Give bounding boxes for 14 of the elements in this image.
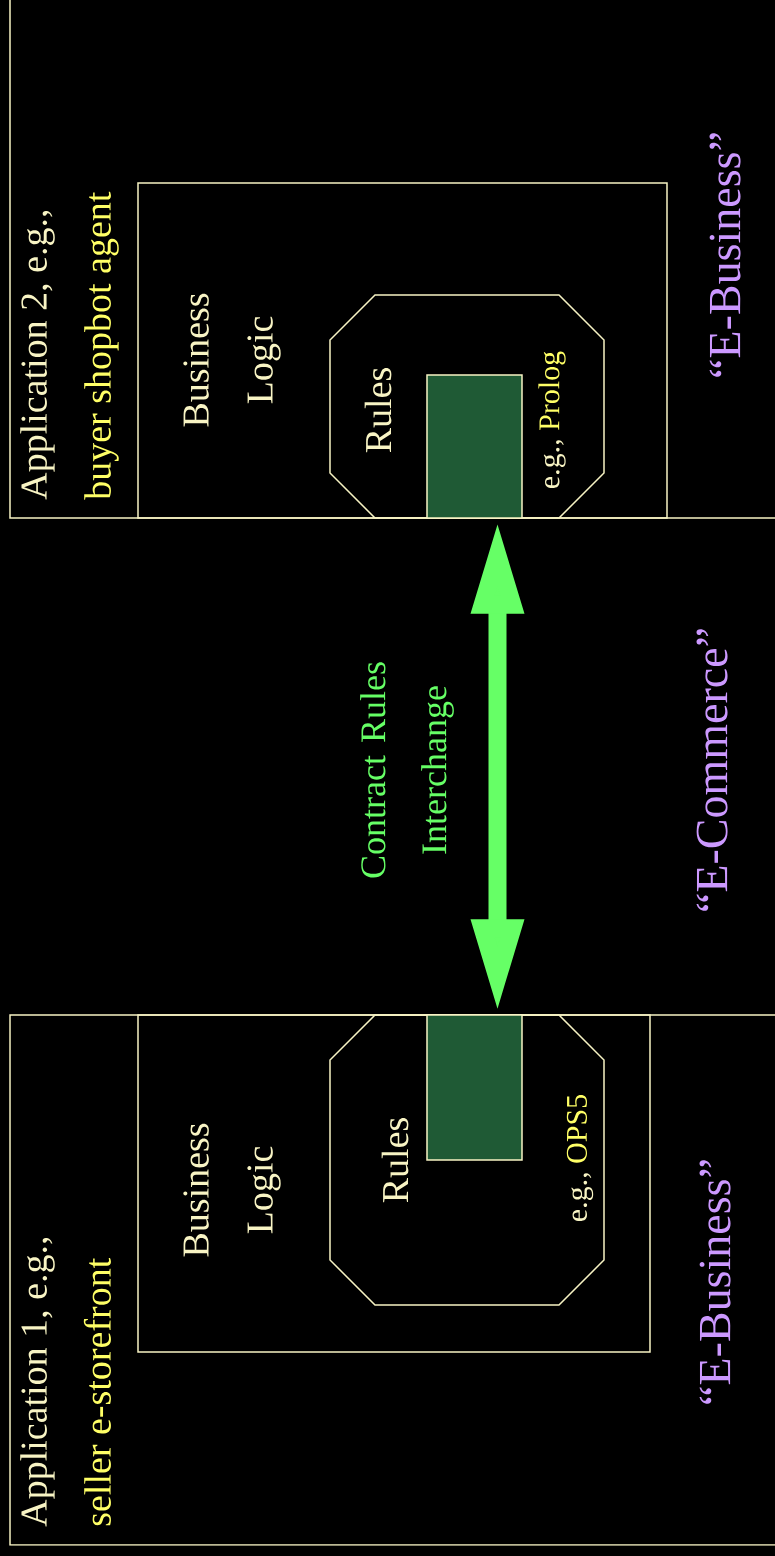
box-label: Business Logic bbox=[183, 1123, 281, 1257]
heading: Application 2, e.g., buyer shopbot agent bbox=[20, 191, 119, 500]
box-label: e.g., OPS5 bbox=[566, 1095, 594, 1221]
edge-label: Contract Rules Interchange bbox=[360, 662, 454, 878]
box-label: Rules bbox=[364, 368, 392, 453]
caption-text: “E-Business” bbox=[699, 1160, 731, 1404]
heading: Application 1, e.g., seller e-storefront bbox=[20, 1237, 111, 1527]
caption-text: “E-Commerce” bbox=[696, 629, 728, 911]
marble-block bbox=[426, 374, 523, 519]
box-label: Business Logic bbox=[183, 293, 281, 427]
caption-text: “E-Business” bbox=[709, 133, 741, 377]
marble-block bbox=[426, 1014, 523, 1161]
box-label: e.g., Prolog bbox=[538, 351, 566, 488]
box-label: Rules bbox=[381, 1118, 409, 1203]
